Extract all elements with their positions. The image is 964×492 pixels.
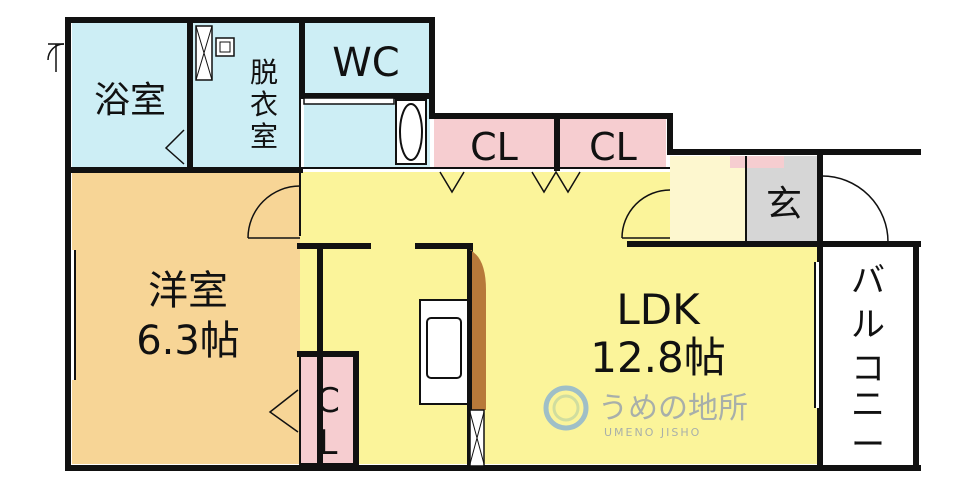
closet-1-floor xyxy=(434,118,554,168)
washroom-fixtures xyxy=(195,25,235,81)
closet-2-floor xyxy=(560,118,666,168)
ldk-name: LDK xyxy=(616,285,701,334)
closet-3-floor xyxy=(300,356,354,464)
wc-floor xyxy=(304,22,430,94)
watermark-name: うめの地所 xyxy=(598,391,748,426)
bath-floor xyxy=(72,22,188,168)
western-room-name: 洋室 xyxy=(148,268,228,314)
counter-wood xyxy=(470,250,486,410)
closet-2-label: CL xyxy=(589,125,637,169)
entrance-label: 玄 xyxy=(766,184,802,225)
thin-lines xyxy=(69,96,822,465)
watermark: うめの地所 UMENO JISHO xyxy=(543,385,748,439)
kitchen xyxy=(419,299,485,467)
closet-1-label: CL xyxy=(470,125,518,169)
closet-3-label-char-2: L xyxy=(319,423,338,463)
western-room-floor xyxy=(72,172,300,464)
watermark-logo-icon xyxy=(543,385,589,431)
washroom-label-char-3: 室 xyxy=(250,120,278,153)
ldk-size: 12.8帖 xyxy=(590,333,726,382)
genkan-floor xyxy=(746,156,818,242)
western-room-size: 6.3帖 xyxy=(136,318,240,364)
sink xyxy=(426,317,462,379)
balcony-label-char-2: ル xyxy=(851,305,885,345)
wc-label: WC xyxy=(332,40,399,86)
balcony-label-char-3: コ xyxy=(851,349,885,389)
washroom-label-char-1: 脱 xyxy=(250,56,278,89)
washroom-label-char-2: 衣 xyxy=(250,88,278,121)
balcony-label-char-5: ー xyxy=(851,425,885,465)
washroom-label: 脱 衣 室 xyxy=(250,56,278,153)
basin-counter xyxy=(303,97,395,105)
closet-3-label: C L xyxy=(316,381,340,463)
balcony-label-char-4: ニ xyxy=(851,385,885,425)
shoe-box xyxy=(730,156,784,168)
watermark-romaji: UMENO JISHO xyxy=(604,426,701,439)
closet-3-label-char-1: C xyxy=(316,381,340,421)
doors xyxy=(47,43,889,433)
balcony-floor xyxy=(822,244,914,466)
entrance-floor xyxy=(670,156,746,242)
bath-label: 浴室 xyxy=(94,80,166,121)
balcony-label: バ ル コ ニ ー xyxy=(851,261,885,465)
balcony-label-char-1: バ xyxy=(851,261,885,301)
bathtub xyxy=(395,99,427,165)
